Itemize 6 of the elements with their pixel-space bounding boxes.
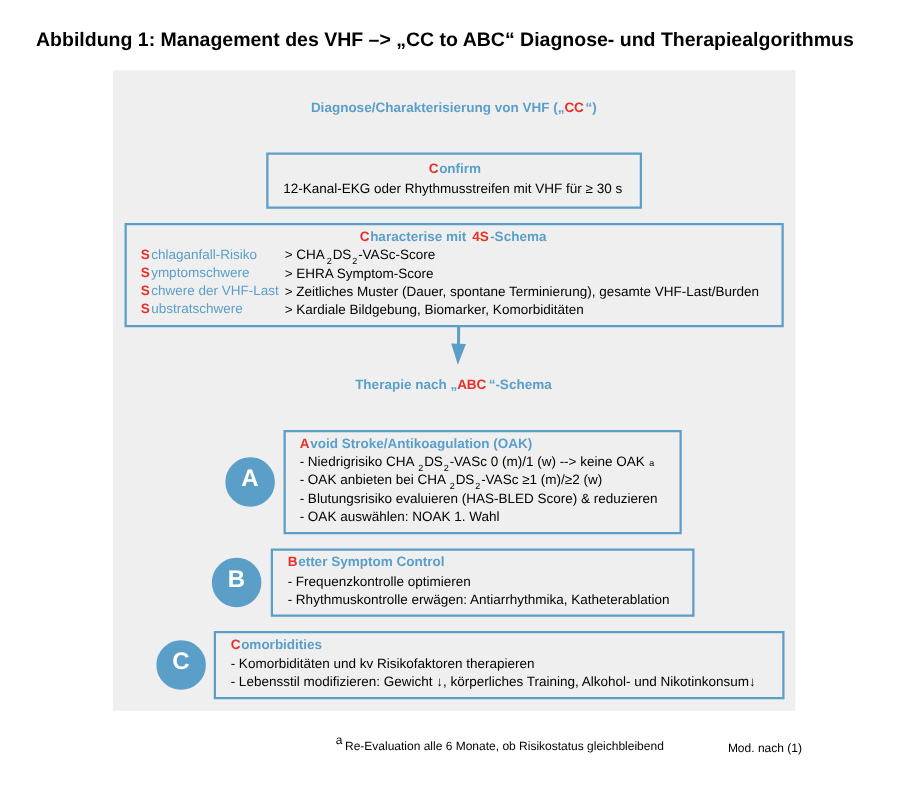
cluster	[111, 69, 795, 710]
node-circle: A	[224, 456, 274, 506]
diagram-title: Abbildung 1: Management des VHF –> „CC to ABC“ Diagnose- und Therapiealgorithmus	[35, 29, 853, 52]
arrow	[450, 325, 465, 364]
node-circle: C	[155, 639, 205, 689]
node-circle: B	[210, 556, 261, 607]
